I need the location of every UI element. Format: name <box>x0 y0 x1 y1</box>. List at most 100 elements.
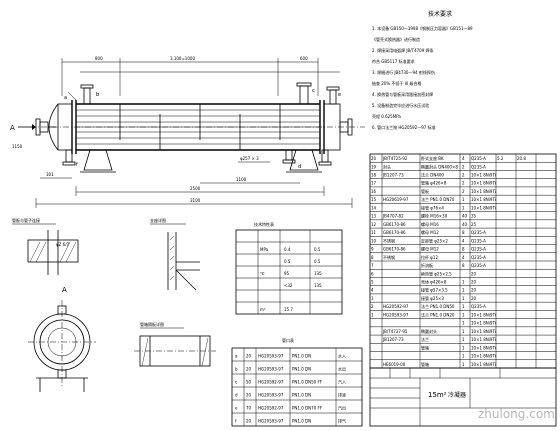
watermark: zhulong.com <box>478 407 555 421</box>
main-elevation-view: 800 3,100=1000 600 <box>10 56 365 208</box>
nozzle-letter-b: b <box>96 92 99 98</box>
parts-cell: 4 <box>462 238 465 243</box>
parts-cell: 1 <box>462 321 465 326</box>
parts-cell: JB4707-82 <box>382 214 404 219</box>
parts-cell: JB1207-73 <box>382 172 404 177</box>
spec-cell: 95 <box>284 271 290 276</box>
parts-cell: 10×1 8Ni9Ti <box>471 362 496 367</box>
nozzle-table-title: 管口表 <box>282 337 294 343</box>
nozzle-cell: b <box>235 367 238 372</box>
nozzle-cell: 汽入 <box>338 379 346 385</box>
parts-cell: 接管 φ57×3.5 <box>421 287 448 293</box>
parts-cell: 螺母 M12 <box>421 229 439 235</box>
parts-cell: 1 <box>462 337 465 342</box>
nozzle-cell: PN1.0 DN70 FF <box>292 406 323 411</box>
nozzle-cell: 20 <box>246 393 252 398</box>
parts-cell: HG20593-97 <box>383 312 409 317</box>
nozzle-cell: f <box>235 419 237 424</box>
parts-cell: 不锈钢 <box>383 254 395 260</box>
parts-cell: 20.8 <box>517 156 526 161</box>
spec-cell: MPa <box>260 247 269 252</box>
parts-cell: Q235-A <box>471 238 486 243</box>
parts-cell: 8 <box>462 230 465 235</box>
parts-cell: 管板 <box>421 188 429 194</box>
parts-cell: 2 <box>462 181 465 186</box>
parts-cell: 6 <box>371 271 374 276</box>
requirement-line: 6. 管口法兰按 HG20592—97 标准 <box>372 124 436 130</box>
parts-cell: 椭圆封头 <box>421 328 437 334</box>
nozzle-cell: 20 <box>246 419 252 424</box>
tech-requirements: 技术要求 1. 本设备 GB150—1998《钢制压力容器》GB151—89《管… <box>372 10 473 130</box>
nozzle-cell: HG20593-97 <box>258 393 284 398</box>
parts-cell: Q235-A <box>471 247 486 252</box>
detail-tube-tubesheet: 管板与管子连接 φZ 6/7 <box>12 217 79 275</box>
parts-cell: 接管 φ76×4 <box>421 204 444 210</box>
dim-top-middle: 3,100=1000 <box>170 56 195 61</box>
parts-cell: 20 <box>471 296 477 301</box>
dim-overall: 3100 <box>190 198 201 203</box>
parts-cell: Q235-A <box>471 164 486 169</box>
parts-cell: 2 <box>462 172 465 177</box>
parts-cell: 8 <box>462 247 465 252</box>
nozzle-cell: 20 <box>246 354 252 359</box>
drawing-title: 15m² <box>428 391 447 399</box>
parts-cell: GB6170-86 <box>383 247 406 252</box>
parts-cell: 11 <box>371 230 377 235</box>
requirement-line: 符合 GB5117 标准要求 <box>372 58 415 64</box>
parts-cell: 20 <box>471 271 477 276</box>
nozzle-cell: 20 <box>246 367 252 372</box>
detail-1-title: 管板与管子连接 <box>12 217 40 223</box>
parts-cell: 10×1 8Ni9Ti <box>471 337 496 342</box>
parts-cell: 法兰 PN1.0 DN50 <box>421 303 455 309</box>
dim-top-left: 800 <box>95 56 103 61</box>
title-block: 15m² 冷凝器 <box>369 367 557 427</box>
requirement-line: 1. 本设备 GB150—1998《钢制压力容器》GB151—89 <box>372 25 473 31</box>
nozzle-letter-d: d <box>298 164 301 170</box>
requirement-line: 2. 焊接采用电弧焊 JB/T4709 焊条 <box>372 47 434 53</box>
parts-cell: 1 <box>462 197 465 202</box>
parts-cell: 15 <box>371 197 377 202</box>
nozzle-cell: 排液 <box>338 392 346 398</box>
spec-cell: 0.5 <box>314 247 321 252</box>
nozzle-cell: a <box>235 354 238 359</box>
parts-cell: 4 <box>462 156 465 161</box>
nozzle-cell: c <box>235 380 237 385</box>
dim-top-right: 600 <box>300 56 308 61</box>
nozzle-cell: PN1.0 DN50 FF <box>292 380 323 385</box>
parts-cell: 10×1 8Ni9Ti <box>471 329 496 334</box>
nozzle-cell: PN1.0 DN <box>292 393 311 398</box>
spec-cell: 135 <box>314 271 322 276</box>
detail-support: 支座详图 <box>150 217 200 291</box>
parts-cell: Q235-A <box>471 263 486 268</box>
parts-cell: 不锈钢 <box>383 237 395 243</box>
parts-cell: 折流板 <box>421 262 433 268</box>
parts-cell: 8 <box>462 263 465 268</box>
parts-cell: 法兰 PN1.0 DN20 <box>421 311 455 317</box>
parts-cell: 10×1 8Ni9Ti <box>471 181 496 186</box>
spec-cell: 135 <box>314 283 322 288</box>
parts-cell: 9 <box>371 247 374 252</box>
parts-cell: 法兰 DN400 <box>421 171 444 177</box>
parts-cell: 17 <box>371 181 377 186</box>
nozzle-letter-f: f <box>76 162 78 168</box>
parts-cell: 管箱 <box>421 361 429 367</box>
parts-cell: JB/T4737-95 <box>382 329 408 334</box>
parts-cell: HG20592-97 <box>383 304 409 309</box>
parts-cell: 7 <box>371 263 374 268</box>
spec-cell: 0.4 <box>284 247 291 252</box>
parts-cell: 卧式支座 BK <box>421 155 444 161</box>
requirement-line: 5. 设备制造完毕应进行水压试验 <box>372 102 429 108</box>
requirement-line: 4. 换热管与管板采用胀接加密封焊 <box>372 91 433 97</box>
parts-cell: 管箱 φ426×8 <box>421 180 447 186</box>
nozzle-cell: 水入 <box>338 353 346 359</box>
tech-spec-title: 技术特性表 <box>254 221 274 227</box>
parts-cell: 2 <box>462 164 465 169</box>
parts-cell: 10×1 8Ni9Ti <box>471 321 496 326</box>
parts-cell: 10×1 8Ni9Ti <box>471 345 496 350</box>
nozzle-cell: PN1.0 DN <box>292 419 311 424</box>
parts-cell: 螺母 M12 <box>421 246 439 252</box>
parts-cell: 接管 φ25×3 <box>421 295 444 301</box>
parts-cell: 40 <box>462 214 468 219</box>
